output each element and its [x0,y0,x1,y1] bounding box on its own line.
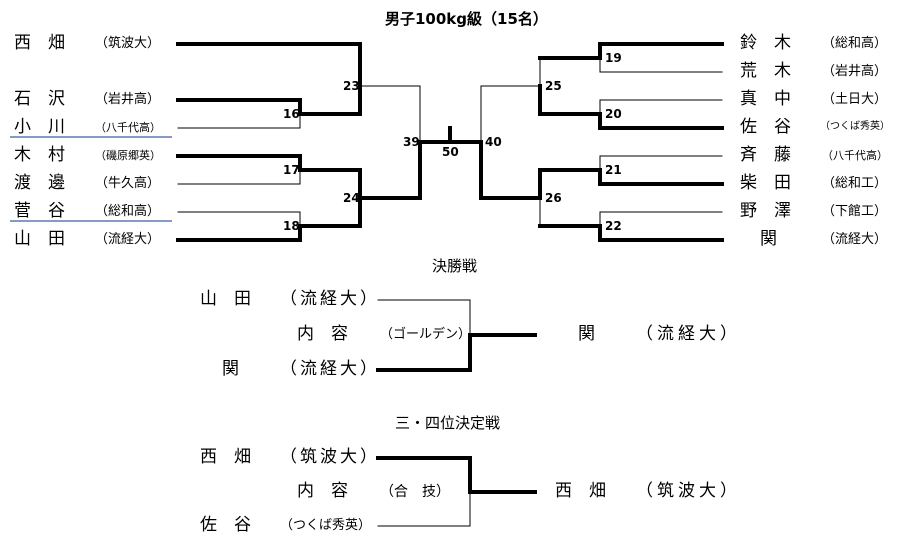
right-entry-school: （岩井高） [822,64,888,79]
right-entry-school: （つくば秀英） [820,121,890,132]
match-number: 23 [343,79,360,93]
final-content-value: （ゴールデン） [380,327,472,342]
right-entry-name: 野 澤 [740,201,791,221]
left-entry-name: 渡 邊 [14,173,65,193]
right-entry-name: 真 中 [740,89,791,109]
match-number: 17 [283,163,300,177]
right-entry-name: 荒 木 [740,61,791,81]
right-entry-name: 斉 藤 [740,145,791,165]
final-winner-school: （流経大） [636,324,741,344]
match-number: 21 [605,163,622,177]
final-bottom-name: 関 [222,359,239,379]
match-number: 19 [605,51,622,65]
left-entry-name: 西 畑 [14,33,65,53]
page-title: 男子100kg級（15名） [385,10,548,28]
match-number: 26 [545,191,562,205]
right-entry-name: 鈴 木 [740,33,791,53]
match-number: 22 [605,219,622,233]
left-entry-school: （流経大） [95,232,161,247]
right-entry-school: （総和工） [822,176,888,191]
final-top-school: （流経大） [280,289,380,309]
right-entry-school: （土日大） [822,92,888,107]
third-content-label: 内 容 [297,481,348,501]
right-entry-name: 佐 谷 [740,117,791,137]
left-entry-name: 小 川 [14,117,65,137]
match-number: 20 [605,107,622,121]
third-content-value: （合 技） [380,484,450,500]
match-number: 25 [545,79,562,93]
match-number: 16 [283,107,300,121]
third-top-school: （筑波大） [280,447,380,467]
right-entry-name: 関 [760,229,777,249]
third-top-name: 西 畑 [200,447,251,467]
match-number: 40 [485,135,502,149]
third-winner-name: 西 畑 [555,481,606,501]
final-top-name: 山 田 [200,289,251,309]
final-bottom-school: （流経大） [280,359,380,379]
left-entry-school: （牛久高） [95,176,161,191]
left-entry-name: 木 村 [14,145,65,165]
right-entry-name: 柴 田 [740,173,791,193]
match-number: 50 [442,145,459,159]
third-heading: 三・四位決定戦 [395,414,501,432]
left-entry-name: 石 沢 [14,89,65,109]
match-number: 24 [343,191,360,205]
match-number: 39 [403,135,420,149]
final-content-label: 内 容 [297,324,348,344]
final-heading: 決勝戦 [432,257,478,275]
third-winner-school: （筑波大） [636,481,741,501]
right-entry-school: （八千代高） [822,149,888,162]
right-entry-school: （流経大） [822,232,888,247]
left-entry-school: （磯原郷英） [95,149,161,162]
left-entry-school: （八千代高） [95,121,161,134]
left-entry-school: （岩井高） [95,92,161,107]
third-bottom-name: 佐 谷 [200,515,251,535]
left-entry-school: （総和高） [95,204,161,219]
left-entry-school: （筑波大） [95,36,161,51]
third-bottom-school: （つくば秀英） [280,518,372,533]
right-entry-school: （下館工） [822,204,888,219]
final-winner-name: 関 [578,324,595,344]
match-number: 18 [283,219,300,233]
left-entry-name: 菅 谷 [14,201,65,221]
left-entry-name: 山 田 [14,229,65,249]
right-entry-school: （総和高） [822,36,888,51]
